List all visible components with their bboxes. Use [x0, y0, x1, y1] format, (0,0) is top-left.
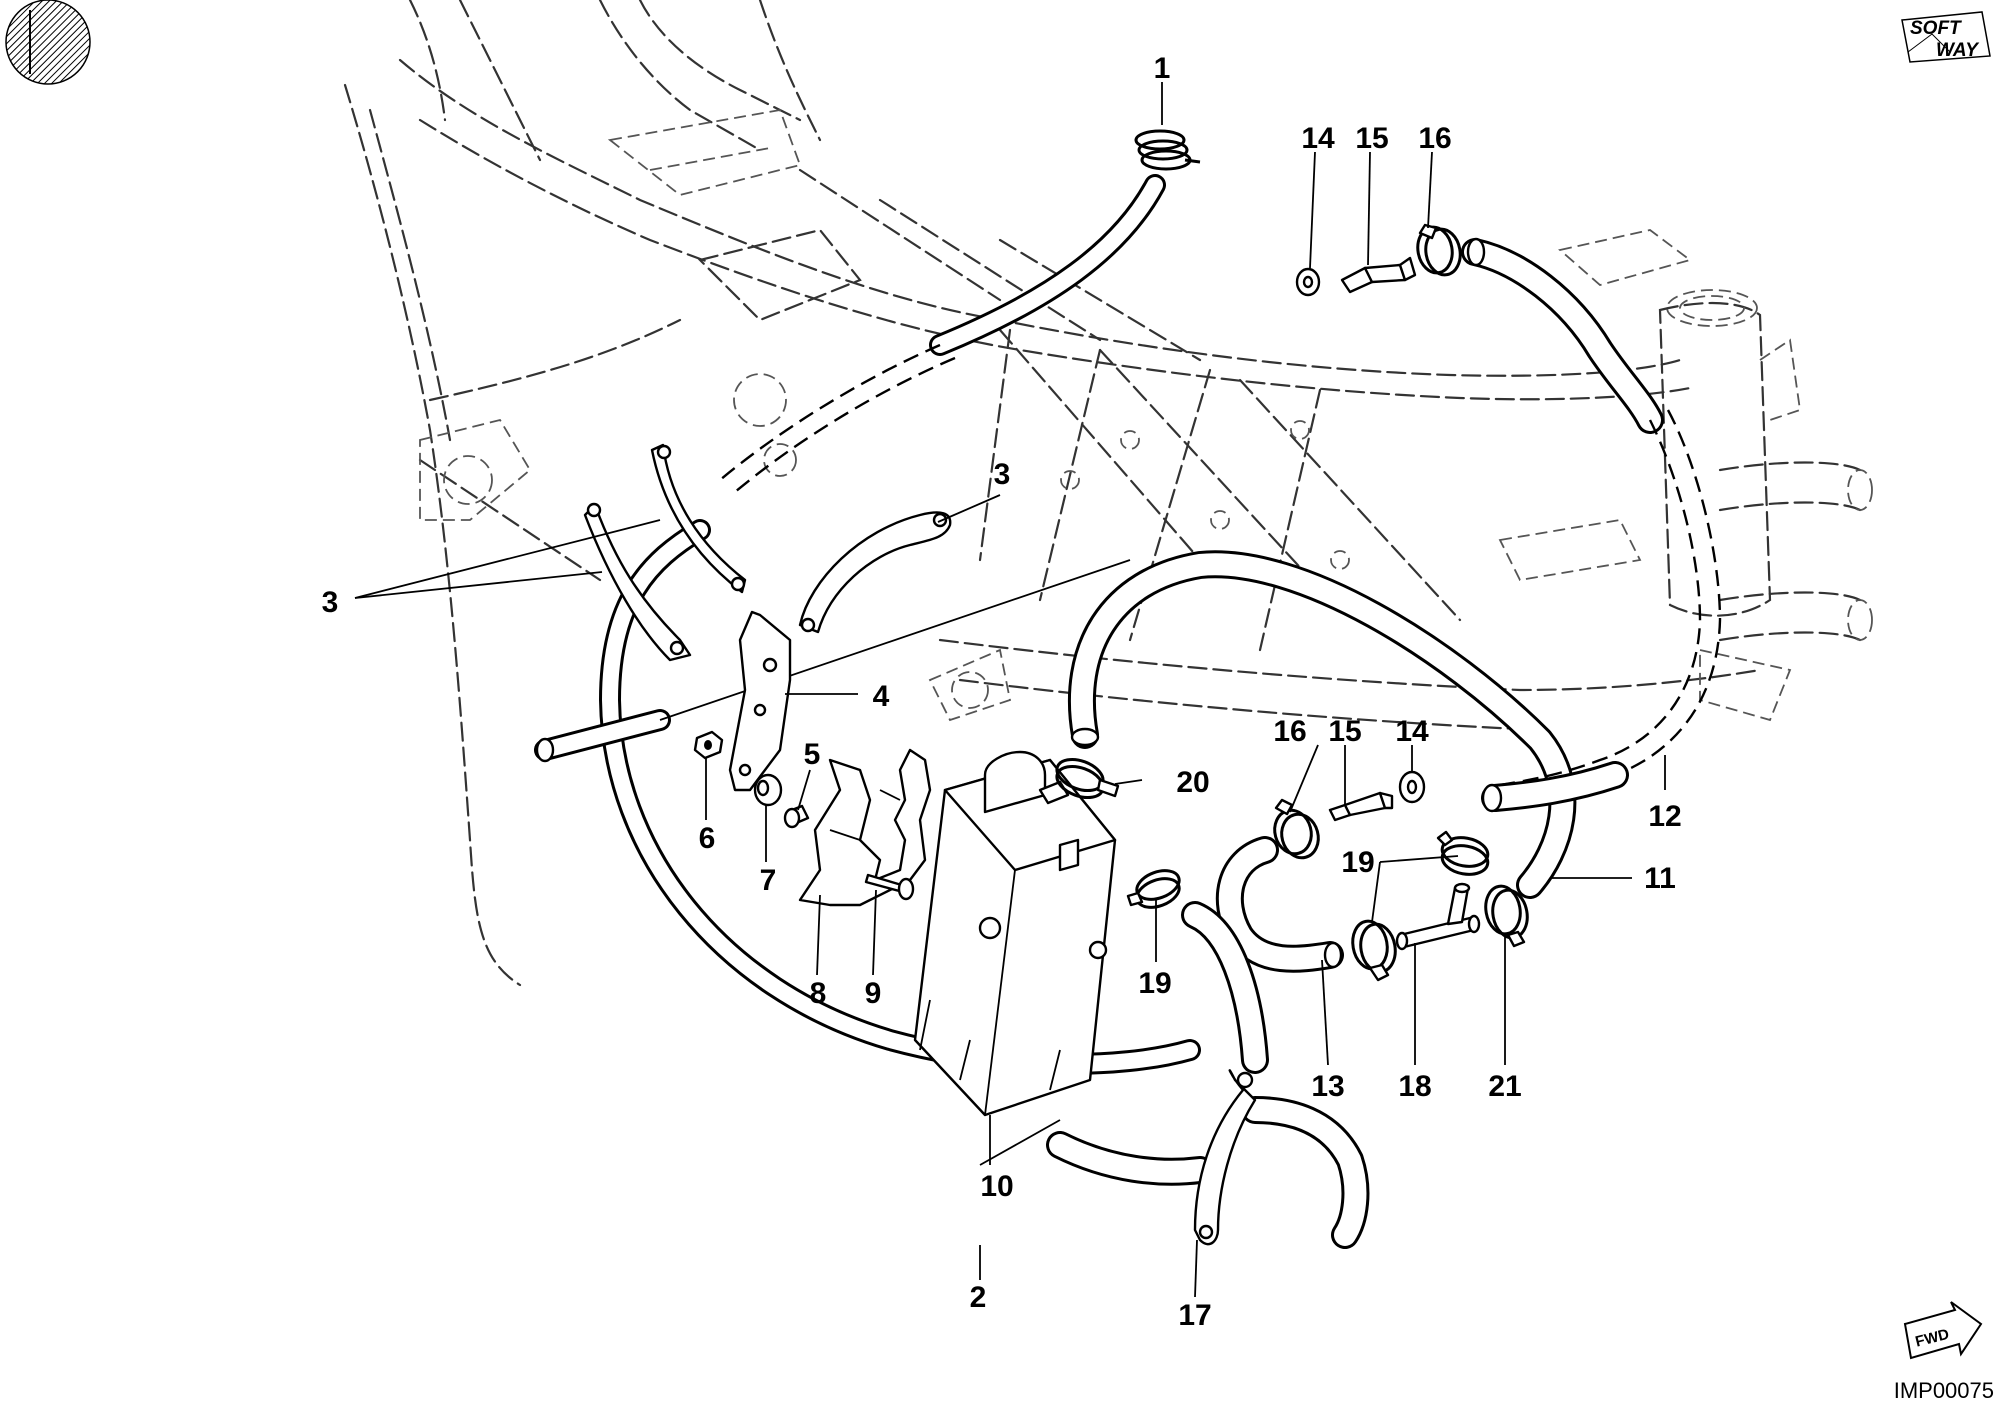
- hose-clamp-20: [1055, 757, 1120, 800]
- callout-6: 6: [699, 822, 716, 855]
- callout-4: 4: [873, 680, 890, 713]
- spring-clip-1: [1134, 129, 1201, 171]
- hose-13: [1215, 836, 1344, 973]
- callout-16-upper: 16: [1418, 122, 1451, 155]
- callout-3-left: 3: [322, 586, 339, 619]
- callout-11: 11: [1644, 862, 1676, 895]
- hose-clamp-16-upper: [1416, 223, 1462, 277]
- drawing-code: IMP00075: [1894, 1378, 1994, 1403]
- logo-text-way: WAY: [1936, 40, 1980, 61]
- hose-clamp-21: [1484, 884, 1529, 948]
- hose-bracket-3-left-a: [583, 502, 692, 662]
- nut-6: [693, 730, 724, 760]
- callout-18: 18: [1398, 1070, 1431, 1103]
- callout-2: 2: [970, 1281, 987, 1314]
- hose-clamp-19-right-upper: [1436, 830, 1490, 876]
- softway-logo: SOFT WAY: [1901, 11, 1991, 63]
- callout-7: 7: [760, 864, 777, 897]
- callout-21: 21: [1488, 1070, 1521, 1103]
- straight-tube: [534, 559, 1131, 763]
- logo-text-soft: SOFT: [1910, 18, 1962, 39]
- callout-9: 9: [865, 977, 882, 1010]
- washer-14-upper: [1295, 267, 1321, 297]
- hose-pclip-17: [1193, 1069, 1257, 1246]
- spacer-7: [753, 773, 783, 807]
- canister-bracket-4: [728, 610, 792, 792]
- vent-hose-12: [1461, 237, 1722, 813]
- callout-17: 17: [1178, 1299, 1211, 1332]
- callout-10: 10: [980, 1170, 1013, 1203]
- evap-canister-10: [913, 750, 1117, 1117]
- callout-5: 5: [804, 738, 821, 771]
- callout-12: 12: [1648, 800, 1681, 833]
- fwd-arrow-icon: FWD: [1903, 1301, 1983, 1360]
- fitting-15-lower: [1328, 791, 1394, 822]
- callout-15-upper: 15: [1355, 122, 1388, 155]
- callout-16-lower: 16: [1273, 715, 1306, 748]
- callout-19-left: 19: [1138, 967, 1171, 1000]
- leader-lines: [354, 82, 1666, 1298]
- motorcycle-frame-outline: [343, 0, 1873, 987]
- callout-1: 1: [1154, 52, 1171, 85]
- hose-clamp-19-left: [1126, 869, 1181, 909]
- hose-bracket-3-right: [798, 511, 952, 634]
- fitting-15-upper: [1340, 256, 1417, 294]
- washer-14-lower: [1398, 770, 1426, 804]
- clip-plate-8: [798, 748, 932, 907]
- callout-14-lower: 14: [1395, 715, 1429, 748]
- callout-8: 8: [810, 977, 827, 1010]
- callout-13: 13: [1311, 1070, 1344, 1103]
- callout-20: 20: [1176, 766, 1209, 799]
- tee-fitting-18: [1395, 882, 1481, 951]
- callout-15-lower: 15: [1328, 715, 1361, 748]
- hose-19-lower: [1046, 901, 1370, 1249]
- callout-14-upper: 14: [1301, 122, 1335, 155]
- callout-19-right: 19: [1341, 846, 1374, 879]
- corner-hatched-circle-icon: [5, 0, 91, 85]
- vent-hose-upper: [719, 174, 1166, 493]
- hose-bracket-3-left-b: [650, 443, 747, 594]
- bush-5: [783, 804, 810, 829]
- hose-clamp-19-right-lower: [1351, 919, 1397, 982]
- callout-3-right: 3: [994, 458, 1011, 491]
- callout-labels: 1 2 3 3 4 5 6 7 8 9 10 11 12 13 14 14 15…: [322, 52, 1682, 1332]
- bolt-9: [864, 873, 915, 901]
